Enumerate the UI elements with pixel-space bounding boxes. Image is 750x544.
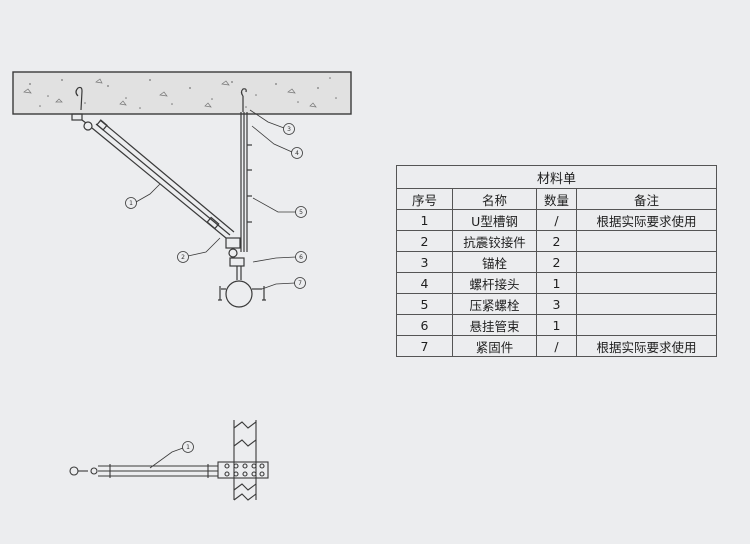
callout-5: 5 <box>295 206 307 218</box>
callout-6: 6 <box>295 251 307 263</box>
row-qty: 2 <box>536 251 577 273</box>
callout-3-label: 3 <box>287 126 291 133</box>
row-name: 悬挂管束 <box>452 314 537 336</box>
table-row: 7 紧固件 / 根据实际要求使用 <box>396 335 717 357</box>
row-qty: / <box>536 209 577 231</box>
row-qty: 3 <box>536 293 577 315</box>
callout-3: 3 <box>283 123 295 135</box>
row-name: 锚栓 <box>452 251 537 273</box>
row-no: 4 <box>396 272 453 294</box>
callout-5-label: 5 <box>299 209 303 216</box>
row-name: 压紧螺栓 <box>452 293 537 315</box>
vertical-hanger <box>240 88 252 252</box>
row-remark: 根据实际要求使用 <box>576 209 717 231</box>
table-row: 2 抗震铰接件 2 <box>396 230 717 252</box>
table-row: 6 悬挂管束 1 <box>396 314 717 336</box>
plan-wall <box>233 420 257 501</box>
callout-1b-label: 1 <box>186 444 190 451</box>
row-no: 1 <box>396 209 453 231</box>
row-no: 6 <box>396 314 453 336</box>
callout-1: 1 <box>125 197 137 209</box>
row-qty: 1 <box>536 272 577 294</box>
row-remark <box>576 230 717 252</box>
callout-6-label: 6 <box>299 254 303 261</box>
plan-bracket <box>217 461 269 479</box>
row-qty: 2 <box>536 230 577 252</box>
callout-2-label: 2 <box>181 254 185 261</box>
row-remark: 根据实际要求使用 <box>576 335 717 357</box>
plan-anchor <box>69 466 98 476</box>
table-row: 1 U型槽钢 / 根据实际要求使用 <box>396 209 717 231</box>
row-no: 7 <box>396 335 453 357</box>
bom-header-qty: 数量 <box>536 188 577 210</box>
row-no: 2 <box>396 230 453 252</box>
bom-header-row: 序号 名称 数量 备注 <box>396 188 717 210</box>
callouts: 1 2 3 4 5 6 7 <box>125 123 307 289</box>
pipe-clamp <box>218 280 266 308</box>
callout-7-label: 7 <box>298 280 302 287</box>
row-remark <box>576 314 717 336</box>
row-remark <box>576 293 717 315</box>
plan-view <box>69 420 269 501</box>
row-name: 抗震铰接件 <box>452 230 537 252</box>
callout-2: 2 <box>177 251 189 263</box>
row-name: 螺杆接头 <box>452 272 537 294</box>
bom-title: 材料单 <box>396 165 717 189</box>
row-no: 3 <box>396 251 453 273</box>
row-name: 紧固件 <box>452 335 537 357</box>
ceiling-slab <box>12 71 352 115</box>
row-remark <box>576 251 717 273</box>
bom-table: 材料单 序号 名称 数量 备注 1 U型槽钢 / 根据实际要求使用 2 抗震铰接… <box>396 165 717 357</box>
hinge-connector <box>225 237 245 280</box>
callout-1-label: 1 <box>129 200 133 207</box>
table-row: 5 压紧螺栓 3 <box>396 293 717 315</box>
row-qty: / <box>536 335 577 357</box>
bom-title-row: 材料单 <box>396 165 717 189</box>
callout-7: 7 <box>294 277 306 289</box>
left-anchor-bolt <box>71 86 93 131</box>
table-row: 4 螺杆接头 1 <box>396 272 717 294</box>
leader-lines <box>135 109 297 290</box>
table-row: 3 锚栓 2 <box>396 251 717 273</box>
bom-header-name: 名称 <box>452 188 537 210</box>
callout-1b: 1 <box>149 441 194 469</box>
callout-4: 4 <box>291 147 303 159</box>
row-qty: 1 <box>536 314 577 336</box>
callout-4-label: 4 <box>295 150 299 157</box>
plan-brace <box>98 464 218 478</box>
diagonal-brace <box>91 119 235 239</box>
bom-header-no: 序号 <box>396 188 453 210</box>
row-name: U型槽钢 <box>452 209 537 231</box>
row-remark <box>576 272 717 294</box>
row-no: 5 <box>396 293 453 315</box>
bom-header-remark: 备注 <box>576 188 717 210</box>
